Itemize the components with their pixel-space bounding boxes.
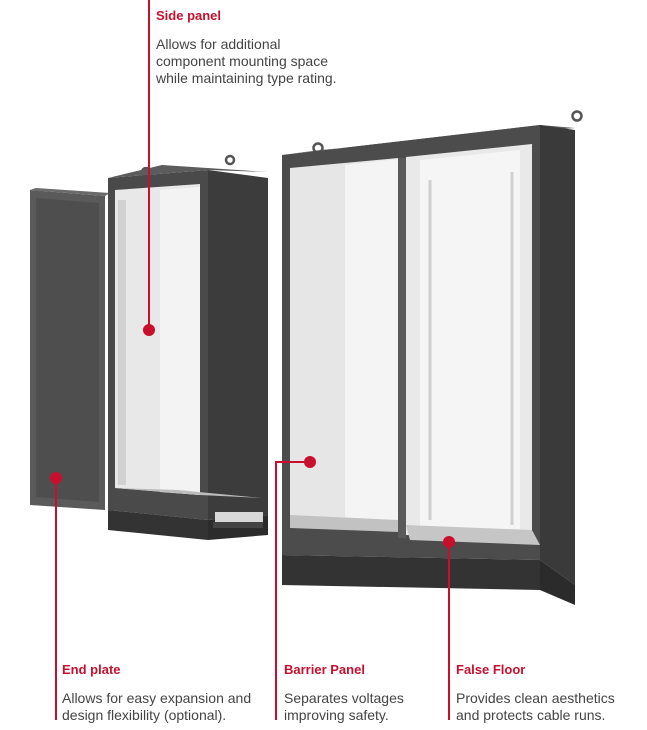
barrier-panel-description: Separates voltages improving safety. — [284, 690, 404, 724]
end-plate-title: End plate — [62, 662, 121, 677]
barrier-panel-title: Barrier Panel — [284, 662, 365, 677]
end-plate-desc-line: design flexibility (optional). — [62, 707, 227, 723]
callout-false-floor: False Floor Provides clean aesthetics an… — [456, 662, 615, 724]
end-plate-desc-line: Allows for easy expansion and — [62, 690, 252, 706]
false-floor-title: False Floor — [456, 662, 526, 677]
single-enclosure — [108, 154, 268, 540]
callout-barrier-panel: Barrier Panel Separates voltages improvi… — [284, 662, 404, 724]
callout-side-panel: Side panel Allows for additional compone… — [156, 8, 337, 87]
callout-end-plate: End plate Allows for easy expansion and … — [62, 662, 251, 724]
end-plate-panel — [30, 188, 110, 510]
end-plate-description: Allows for easy expansion and design fle… — [62, 690, 251, 724]
leader-lines — [50, 0, 455, 720]
side-panel-description: Allows for additional component mounting… — [156, 36, 337, 87]
double-enclosure — [282, 110, 583, 605]
false-floor-desc-line: Provides clean aesthetics — [456, 690, 615, 706]
false-floor-desc-line: and protects cable runs. — [456, 707, 606, 723]
side-panel-desc-line: Allows for additional — [156, 36, 281, 52]
false-floor-description: Provides clean aesthetics and protects c… — [456, 690, 615, 724]
side-panel-title: Side panel — [156, 8, 222, 23]
barrier-panel-desc-line: Separates voltages — [284, 690, 404, 706]
side-panel-desc-line: while maintaining type rating. — [156, 70, 337, 86]
barrier-panel-desc-line: improving safety. — [284, 707, 389, 723]
side-panel-desc-line: component mounting space — [156, 53, 328, 69]
